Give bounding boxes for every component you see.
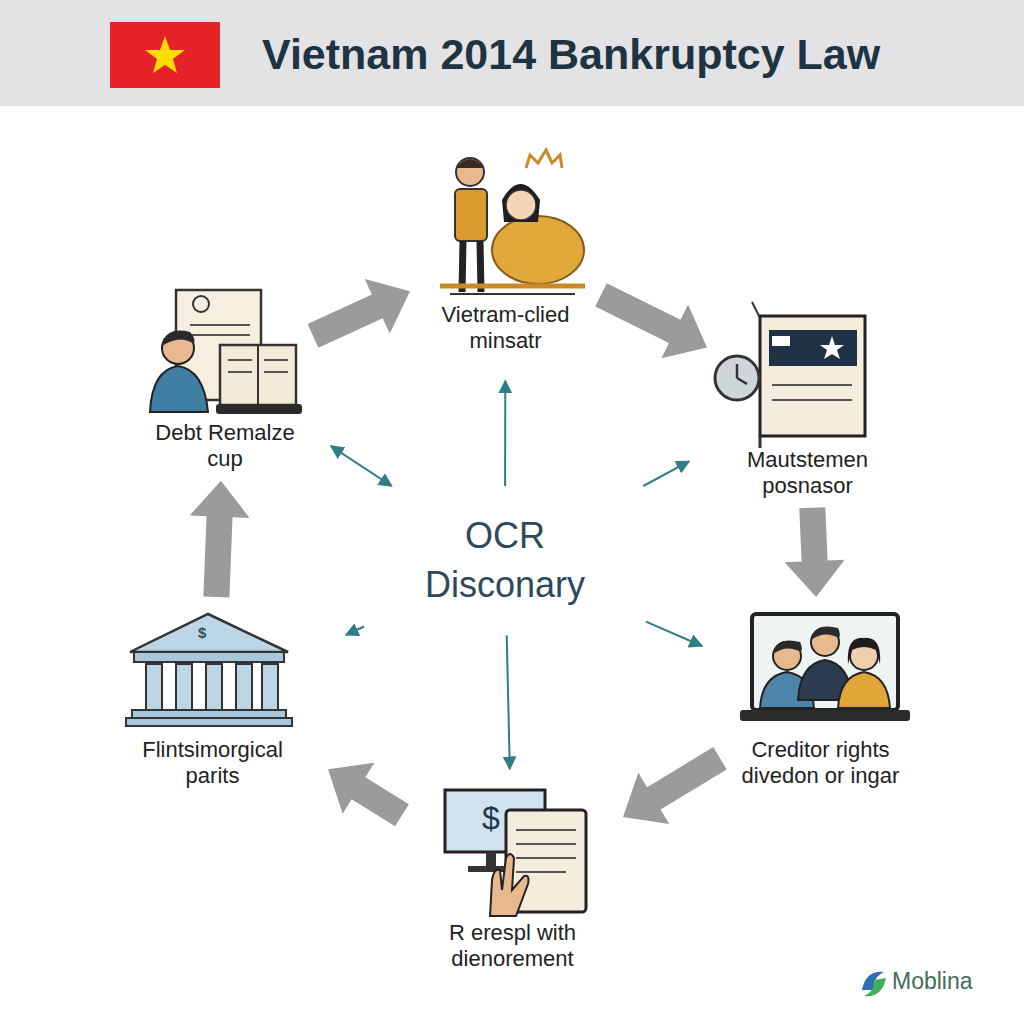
process-step: R erespl with dienorement [410, 795, 615, 973]
process-step: Vietram-clied minsatr [418, 140, 593, 355]
document-clock-icon [715, 302, 865, 448]
process-step: Mautstemen posnasor [715, 295, 900, 500]
cycle-arrow [623, 747, 727, 824]
link-arrow [643, 461, 689, 486]
monitor-tablet-icon [445, 790, 586, 916]
center-topic: OCR Disconary [390, 512, 620, 609]
cycle-arrow [190, 481, 250, 598]
link-arrow [505, 381, 506, 486]
step-label: Mautstemen posnasor [718, 447, 898, 500]
moblina-logo [862, 972, 886, 996]
center-label: OCR Disconary [405, 512, 605, 609]
step-label: Flintsimorgical parits [113, 737, 313, 790]
cycle-arrow [328, 763, 409, 827]
process-step: Debt Remalze cup [145, 280, 305, 473]
step-label: Vietram-clied minsatr [418, 302, 593, 355]
step-label: Debt Remalze cup [155, 420, 295, 473]
process-step: Creditor rights divedon or ingar [728, 605, 913, 790]
cycle-arrow [595, 283, 707, 358]
step-label: Creditor rights divedon or ingar [728, 737, 913, 790]
link-arrow [346, 627, 364, 636]
debt-icon [150, 290, 302, 414]
laptop-meeting-icon [740, 614, 910, 721]
link-arrow [331, 446, 392, 486]
step-label: R erespl with dienorement [413, 920, 613, 973]
diagram-title: Vietnam 2014 Bankruptcy Law [262, 30, 880, 79]
link-arrow [646, 622, 702, 646]
vietnam-flag [110, 22, 220, 88]
cycle-arrow [785, 507, 845, 597]
bank-icon [126, 614, 292, 726]
currency-sign: $ [198, 624, 206, 641]
cycle-arrow [308, 279, 410, 348]
link-arrow [507, 635, 510, 769]
currency-sign: $ [482, 800, 500, 837]
people-icon [440, 150, 585, 294]
watermark: Moblina [892, 968, 973, 995]
process-step: Flintsimorgical parits [105, 605, 320, 790]
